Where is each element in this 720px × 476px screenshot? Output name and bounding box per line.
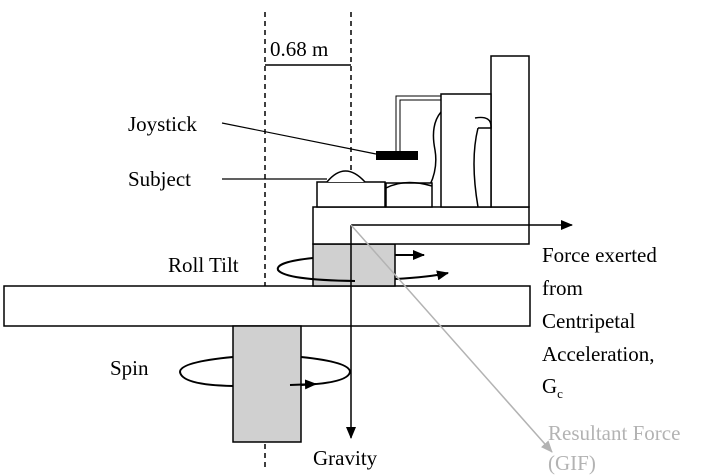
spin-arrow-head	[289, 379, 317, 390]
rotating-arm	[3, 285, 531, 327]
spin-label: Spin	[110, 356, 149, 380]
spin-arrow-back	[178, 356, 234, 387]
roll-tilt-arrow-front	[394, 270, 449, 281]
roll-tilt-label: Roll Tilt	[168, 253, 239, 277]
roll-tilt-arrow-back	[276, 257, 356, 282]
seat-cushion	[385, 182, 433, 208]
joystick-label: Joystick	[128, 112, 197, 136]
resultant-force-arrow	[350, 224, 553, 453]
spin-column	[232, 325, 302, 443]
chair-back	[490, 55, 530, 208]
subject-label: Subject	[128, 167, 191, 191]
distance-label: 0.68 m	[270, 37, 328, 61]
force-label-line2: from	[542, 276, 583, 300]
joystick-cable	[395, 95, 441, 151]
gravity-label: Gravity	[313, 446, 378, 470]
subject-body-outline	[429, 111, 442, 207]
spin-arrow-top	[300, 356, 352, 386]
force-label-line1: Force exerted	[542, 243, 657, 267]
roll-tilt-block	[312, 243, 396, 287]
force-label-line3: Centripetal	[542, 309, 635, 333]
gc-main: G	[542, 374, 557, 398]
footrest	[316, 181, 386, 208]
force-label-line4: Acceleration,	[542, 342, 655, 366]
subject-head	[326, 170, 366, 183]
joystick-leader-line	[221, 122, 377, 155]
gc-subscript: c	[557, 386, 563, 401]
subject-torso-outline	[473, 127, 479, 208]
resultant-label-line2: (GIF)	[548, 451, 596, 475]
joystick-cable-2	[399, 99, 441, 151]
resultant-label-line1: Resultant Force	[548, 421, 680, 445]
subject-shoulder-outline	[474, 116, 492, 129]
joystick	[376, 151, 418, 160]
chair-back-inner	[440, 93, 492, 208]
force-label-line5: Gc	[542, 374, 563, 401]
leg-outline	[385, 181, 433, 189]
